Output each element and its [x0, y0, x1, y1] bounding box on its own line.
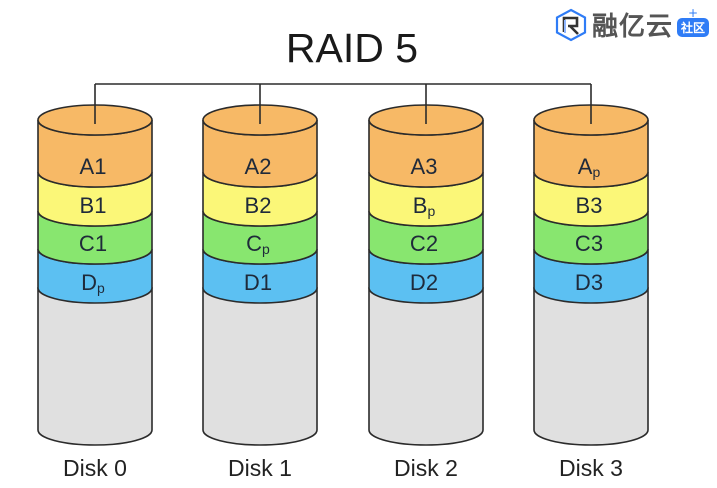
disk-empty-space: [533, 287, 649, 446]
array-connector: [94, 83, 592, 124]
disk-label: Disk 0: [63, 455, 127, 481]
block-label: D1: [244, 270, 272, 295]
disk-empty-space: [368, 287, 484, 446]
disk-empty-space: [202, 287, 318, 446]
block-label: A2: [245, 154, 272, 179]
block-label: Cp: [246, 231, 270, 257]
hexagon-logo-icon: [555, 8, 587, 41]
diagram-title: RAID 5: [286, 25, 418, 71]
block-label: B2: [245, 193, 272, 218]
disk-label: Disk 1: [228, 455, 292, 481]
block-label: C1: [79, 231, 107, 256]
block-label: C3: [575, 231, 603, 256]
block-label: A3: [411, 154, 438, 179]
block-label: B3: [576, 193, 603, 218]
disk-label: Disk 3: [559, 455, 623, 481]
watermark: 融亿云 + 社区: [554, 6, 709, 43]
watermark-brand: 融亿云: [591, 12, 673, 42]
watermark-plus: +: [687, 6, 699, 20]
disk-empty-space: [37, 287, 153, 446]
block-label: Bp: [413, 193, 436, 219]
block-label: D2: [410, 270, 438, 295]
block-label: D3: [575, 270, 603, 295]
block-label: Dp: [81, 270, 105, 296]
block-label: A1: [80, 154, 107, 179]
block-label: Ap: [578, 154, 601, 180]
watermark-badge: 社区: [676, 18, 709, 37]
disk-label: Disk 2: [394, 455, 458, 481]
block-label: C2: [410, 231, 438, 256]
block-label: B1: [80, 193, 107, 218]
